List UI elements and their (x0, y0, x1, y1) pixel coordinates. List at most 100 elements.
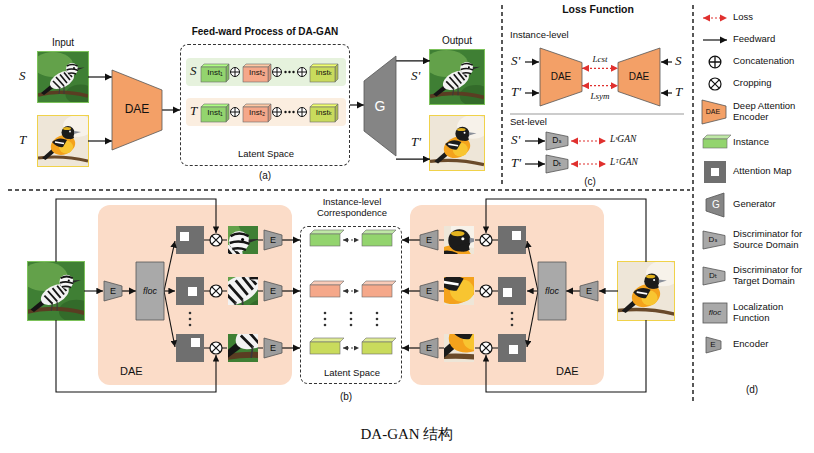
dae-sample (702, 100, 726, 124)
encoder-block: E (264, 281, 282, 301)
node-label: S (190, 64, 197, 79)
domain-symbol: S' (511, 54, 520, 69)
panel-heading: Input (52, 37, 74, 49)
ellipsis-dots (511, 318, 514, 321)
ellipsis-dots (284, 71, 286, 73)
attention-map (498, 277, 526, 305)
ellipsis-dots (511, 312, 514, 315)
instance-slab (362, 342, 392, 354)
node-label: T (19, 133, 26, 148)
instance-slab (310, 285, 340, 297)
loss-label: Lsym (589, 91, 610, 101)
panel-tag: (a) (259, 170, 271, 182)
instance-row: SInst₁Inst₂Instₖ (187, 59, 347, 87)
instance-row: TInst₁Inst₂Instₖ (187, 99, 347, 127)
source-discriminator: Dₛ (546, 132, 568, 150)
cropping-sample (709, 78, 721, 90)
feedward-connector (88, 76, 112, 77)
slab-side (226, 64, 229, 82)
legend-text: Encoder (733, 339, 810, 350)
encoder-block-shape (420, 230, 438, 250)
ellipsis-dots (350, 312, 353, 315)
node-label: Latent Space (301, 368, 403, 379)
ellipsis-dots (376, 312, 379, 315)
node-label: Dₛ (552, 136, 561, 146)
source-image (33, 52, 96, 105)
feedward-arrow (486, 199, 646, 262)
feedward-arrow (486, 320, 646, 392)
encoder-block: E (420, 281, 438, 301)
output-image (425, 50, 493, 107)
target-image (38, 115, 93, 166)
feedward-arrow (258, 240, 263, 348)
panel-b-art (210, 285, 222, 297)
feedward-connector (566, 290, 580, 291)
feedward-arrow (525, 163, 545, 164)
domain-symbol: S' (511, 133, 520, 148)
deep-attention-encoder-shape (540, 48, 582, 106)
panel-b-art (480, 285, 492, 297)
slab-front (201, 107, 226, 122)
ellipsis-dots (284, 71, 294, 113)
node-label: floc (143, 286, 157, 296)
generator-block: G (364, 56, 396, 156)
panel-separator (8, 189, 690, 191)
panel-title: Loss Function (562, 3, 634, 15)
loss-arrow (571, 140, 606, 141)
domain-symbol: T (675, 85, 682, 100)
concatenation-sample (709, 56, 721, 68)
feedward-arrow (56, 199, 646, 392)
output-image: S' (430, 50, 484, 104)
legend-text: Feedward (733, 34, 810, 45)
panel-a-art (273, 108, 282, 117)
panel-title: Feed-ward Process of DA-GAN (192, 26, 339, 38)
node-label: floc (545, 286, 559, 296)
attention-map (176, 277, 204, 305)
feedward-arrow (525, 61, 539, 62)
localization-function-shape (538, 262, 566, 320)
node-label: Inst₁ (207, 108, 223, 117)
instance-sample (703, 135, 731, 139)
cropped-patch (172, 210, 521, 375)
legend-symbol-label: floc (709, 308, 721, 317)
panel-heading: Output (442, 35, 472, 47)
feedward-connector (350, 104, 364, 105)
attention-map (503, 288, 512, 297)
feedward-connector (402, 347, 420, 348)
node-label: DAE (125, 103, 150, 117)
instance-slab: Instₖ (310, 64, 338, 82)
slab-top (310, 104, 338, 107)
feedward-connector (122, 290, 136, 291)
generator-block-shape (364, 56, 396, 156)
domain-symbol: T' (511, 156, 521, 171)
encoder-block: E (420, 230, 438, 250)
localization-sample (703, 303, 727, 323)
attention-map (188, 287, 197, 296)
encoder-block-shape (264, 230, 282, 250)
ellipsis-dots (189, 318, 192, 321)
legend-symbols (702, 18, 731, 353)
encoder-block-shape (264, 338, 282, 358)
instance-slab (362, 285, 392, 297)
slab-front (243, 67, 268, 82)
panel-tag: (d) (746, 384, 758, 396)
attention-map (512, 231, 521, 240)
panel-separator (692, 5, 694, 402)
cropped-patch (427, 284, 521, 371)
attention-map-sample (704, 161, 726, 183)
slab-side (268, 104, 271, 122)
feedward-connector (162, 109, 180, 110)
instance-slab (310, 342, 340, 354)
feedward-connector (88, 140, 112, 141)
node-label: E (270, 235, 276, 245)
feedward-arrow (56, 320, 216, 392)
panel-b-art (480, 234, 492, 246)
dae-panel: DAEEEEflocE (410, 205, 604, 385)
node-label: Inst₂ (249, 108, 265, 117)
instance-row-band (186, 98, 346, 126)
feedward-arrow (475, 240, 480, 348)
feedward-connector (396, 60, 430, 61)
instance-slab: Inst₁ (201, 104, 229, 122)
